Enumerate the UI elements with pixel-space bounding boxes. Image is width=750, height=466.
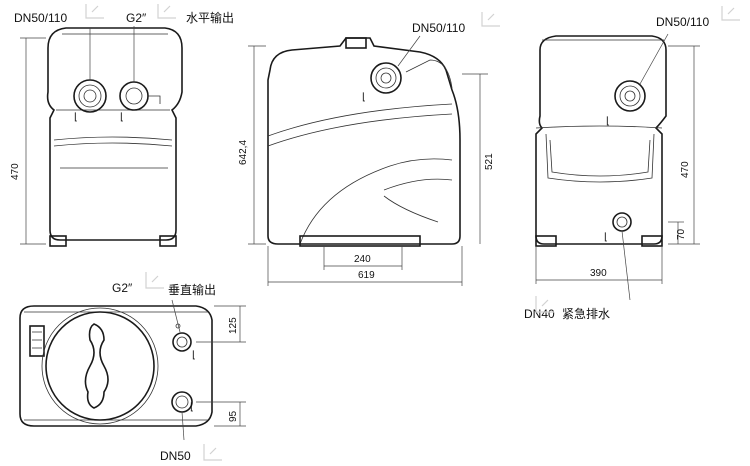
pipe-outlet-icon (535, 296, 554, 313)
pipe-outlet-icon: ⌊ (192, 350, 196, 361)
front-view: ⌊ ⌊ 470 (10, 26, 183, 247)
front-inlet-left-label: DN50/110 (14, 11, 67, 25)
front-outlet-size-label: G2″ (126, 11, 147, 25)
top-lower-dim: 95 (228, 410, 239, 422)
top-upper-dim: 125 (228, 317, 239, 334)
top-outlet-size-label: G2″ (112, 281, 133, 295)
front-height-dim: 470 (10, 163, 21, 180)
rear-height-dim: 470 (680, 161, 691, 178)
rear-drain-height-dim: 70 (676, 228, 687, 240)
rear-drain-label: DN40 (524, 307, 555, 321)
top-view: 125 95 ⌊ ⌊ (19, 299, 246, 441)
pipe-outlet-icon: ⌊ (604, 232, 608, 243)
pipe-outlet-icon (157, 4, 176, 19)
pipe-outlet-icon (145, 272, 164, 289)
rear-drain-text-label: 紧急排水 (562, 306, 610, 321)
side-height-dim: 642,4 (238, 140, 249, 165)
pipe-outlet-icon: ⌊ (190, 402, 194, 413)
pipe-outlet-icon (203, 444, 222, 461)
rear-width-dim: 390 (590, 268, 607, 279)
rear-inlet-label: DN50/110 (656, 15, 709, 29)
pipe-outlet-icon (481, 12, 500, 27)
side-width-dim: 619 (358, 270, 375, 281)
pipe-outlet-icon: ⌊ (120, 112, 124, 123)
side-inner-height-dim: 521 (484, 153, 495, 170)
rear-view: 470 70 390 ⌊ ⌊ (535, 33, 700, 301)
side-inner-width-dim: 240 (354, 254, 371, 265)
top-bottom-inlet-label: DN50 (160, 449, 191, 463)
pipe-outlet-icon: ⌊ (362, 92, 366, 103)
top-outlet-text-label: 垂直输出 (168, 282, 216, 297)
pipe-outlet-icon (721, 6, 740, 21)
pipe-outlet-icon: ⌊ (606, 116, 610, 127)
pipe-outlet-icon (85, 4, 104, 19)
side-inlet-label: DN50/110 (412, 21, 465, 35)
side-view: 642,4 521 240 619 ⌊ (238, 35, 495, 286)
front-outlet-text-label: 水平输出 (186, 10, 234, 25)
pipe-outlet-icon: ⌊ (74, 112, 78, 123)
